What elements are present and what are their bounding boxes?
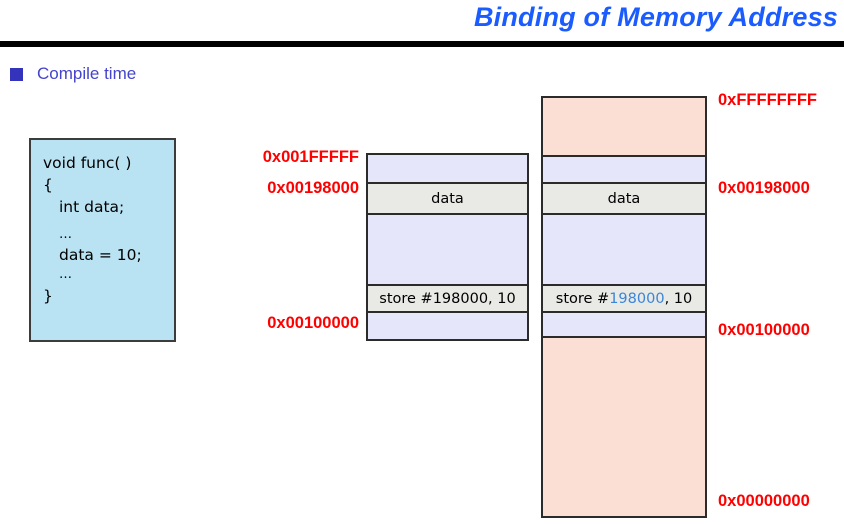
mem-cell-empty-top [543,155,705,182]
logical-address-space-column: data store #198000, 10 [366,153,529,341]
mem-cell-data: data [368,182,527,213]
store-address-highlight: 198000 [609,290,665,307]
mem-cell-empty-middle [543,213,705,284]
address-label-physical-data: 0x00198000 [718,179,810,197]
store-suffix: , 10 [664,290,693,307]
mem-cell-empty-middle [368,213,527,284]
address-label-physical-mid: 0x00100000 [718,321,810,339]
code-line-4: … [59,227,73,242]
page-title: Binding of Memory Address [473,2,838,32]
bullet-item-compile-time: Compile time [10,64,136,84]
title-divider [0,41,844,47]
physical-memory-column: data store #198000, 10 [541,96,707,518]
code-line-1: void func( ) [43,154,132,172]
address-label-logical-data: 0x00198000 [267,179,359,197]
store-prefix: store # [555,290,610,307]
code-line-2: { [43,176,53,194]
code-blank-line [43,218,174,226]
address-label-logical-bottom: 0x00100000 [267,314,359,332]
code-line-3: int data; [59,198,125,216]
address-label-physical-top: 0xFFFFFFFF [718,91,817,109]
code-line-7: } [43,286,53,305]
mem-cell-reserved-top [543,98,705,155]
mem-cell-reserved-bottom [543,336,705,516]
address-label-physical-bottom: 0x00000000 [718,492,810,510]
source-code-box: void func( ) { int data; … data = 10; … … [29,138,176,342]
square-bullet-icon [10,67,23,81]
code-line-5: data = 10; [59,246,142,265]
mem-cell-empty-bottom [543,311,705,336]
mem-cell-data: data [543,182,705,213]
code-line-6: … [59,267,73,283]
mem-cell-empty-top [368,155,527,182]
address-label-logical-top: 0x001FFFFF [262,148,359,166]
mem-cell-store: store #198000, 10 [543,284,705,311]
mem-cell-store: store #198000, 10 [368,284,527,311]
bullet-item-label: Compile time [37,64,137,83]
mem-cell-empty-bottom [368,311,527,339]
